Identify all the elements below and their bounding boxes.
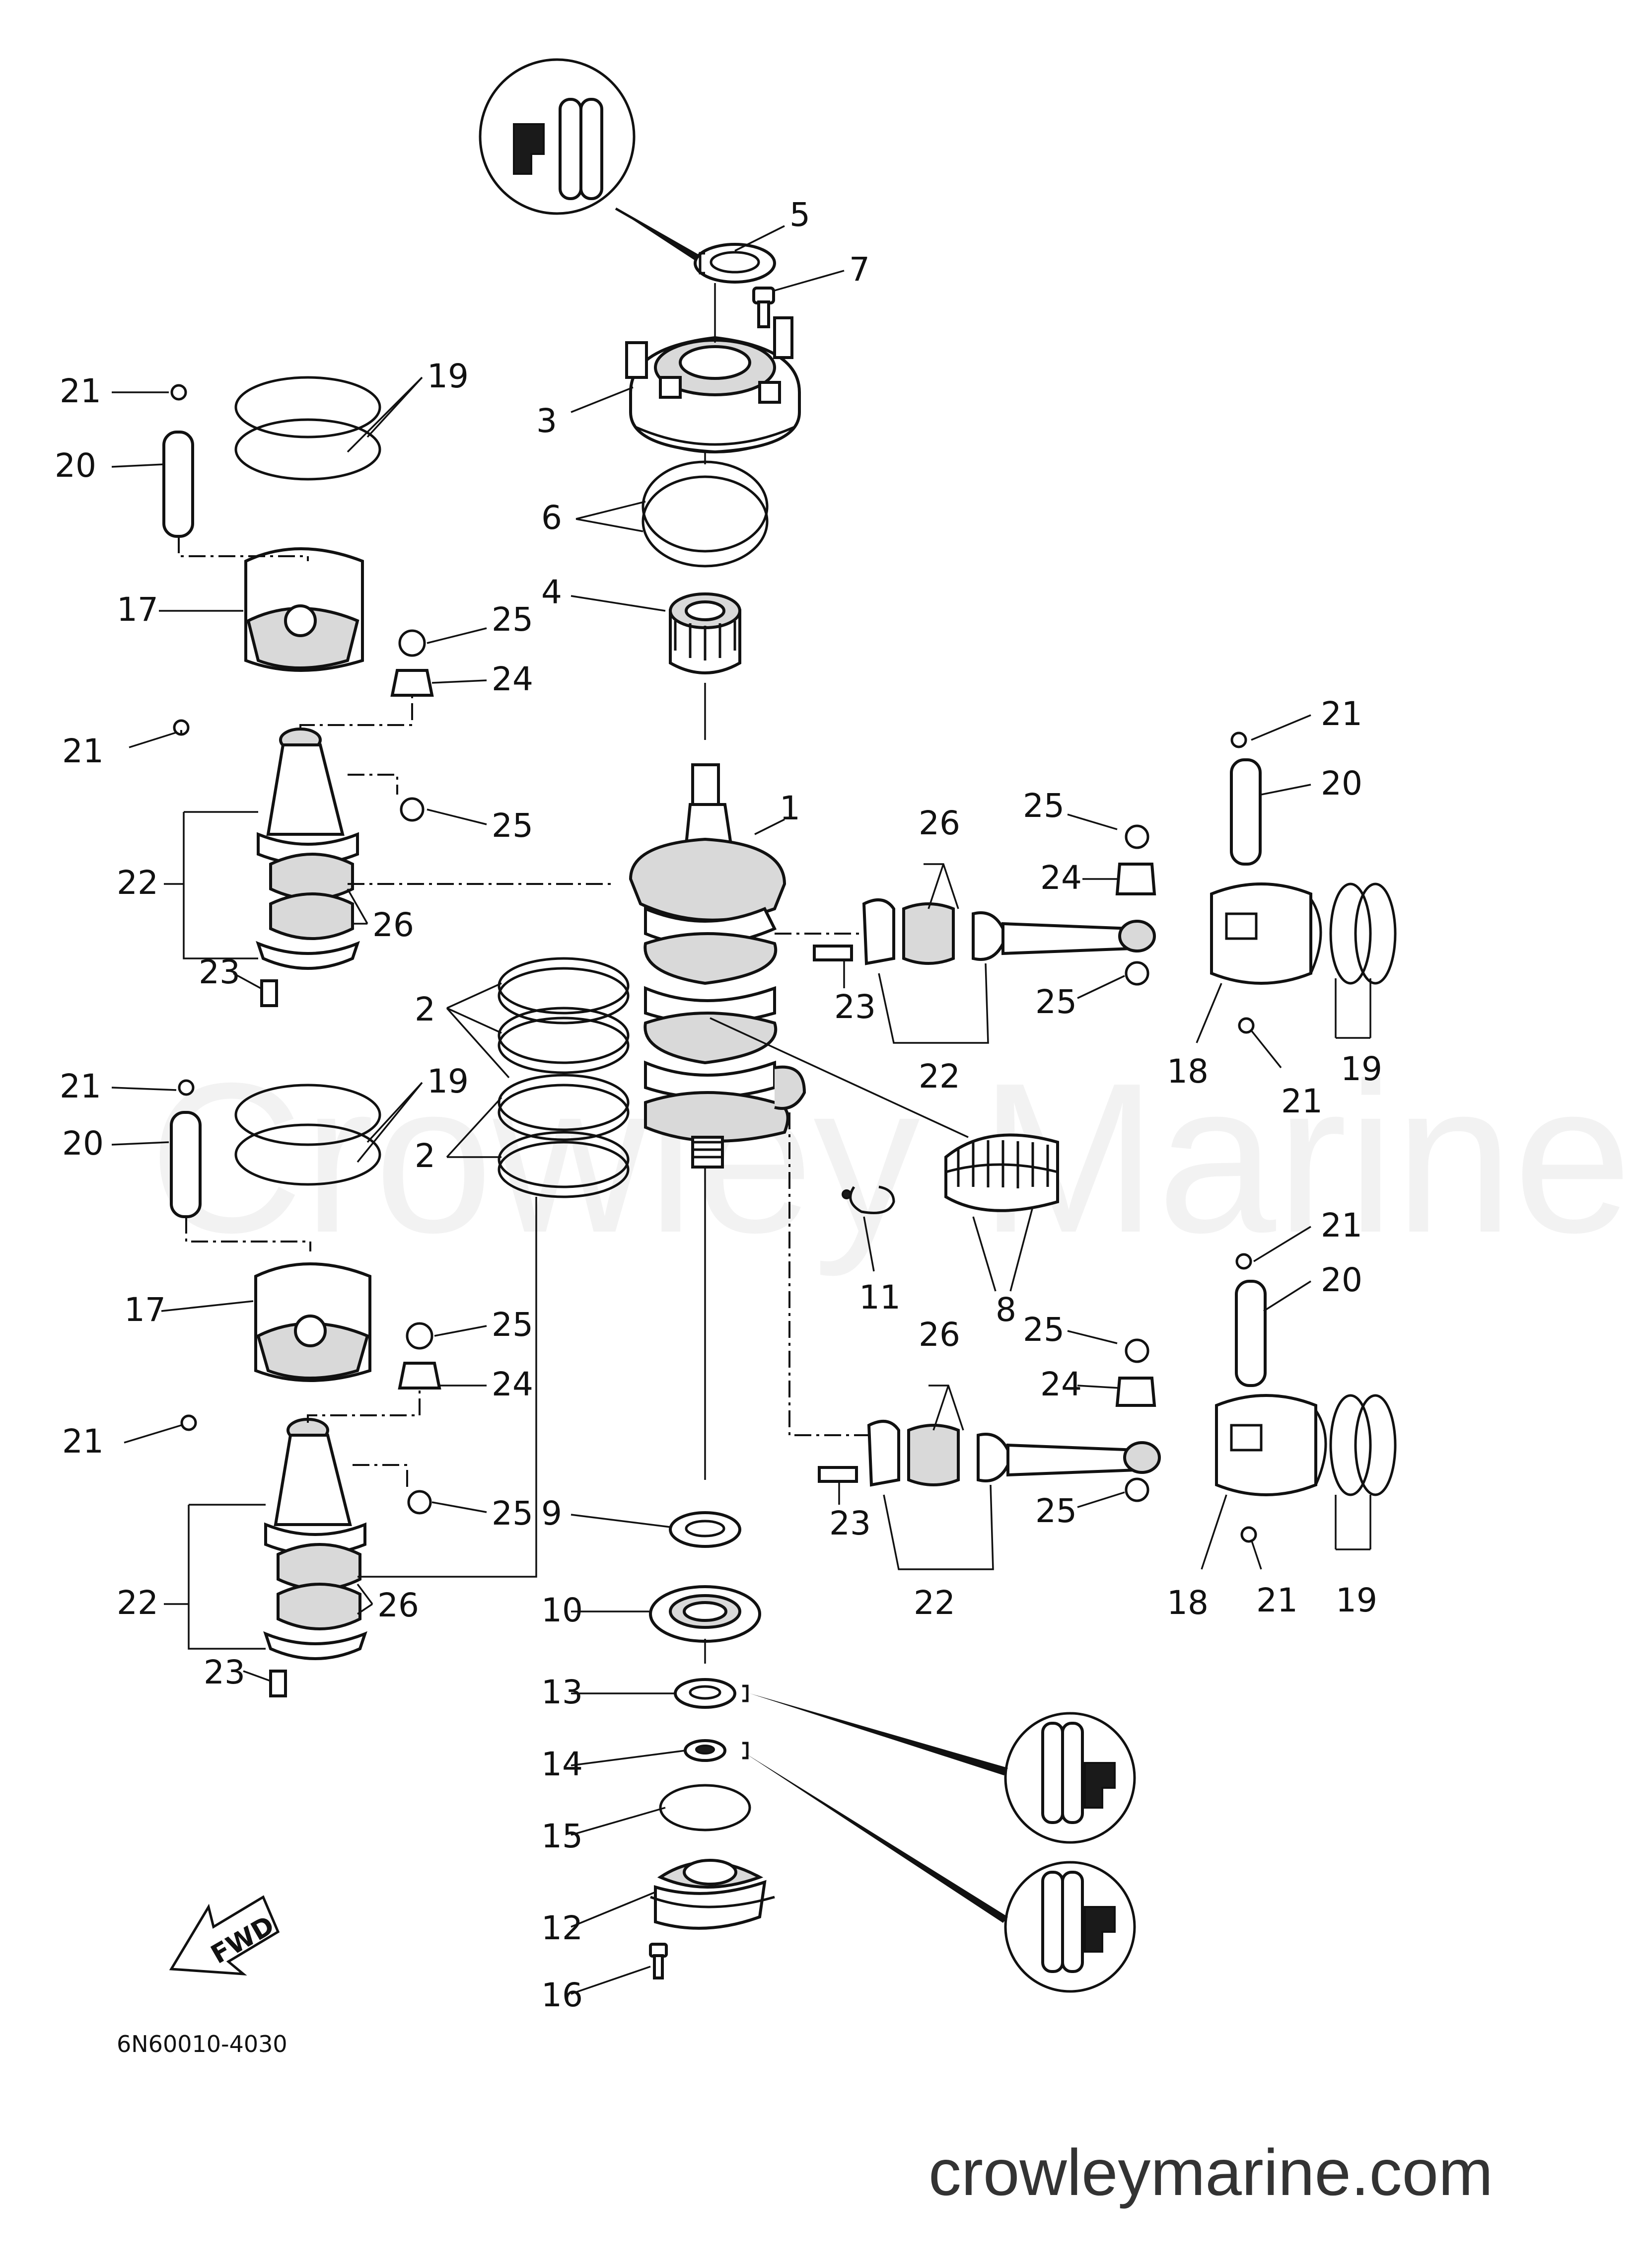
- gasket-15: [659, 1784, 751, 1831]
- upper-bearing-housing-3: [625, 316, 801, 454]
- callout-21-rl-top: 21: [1321, 1206, 1362, 1244]
- callout-24-lu: 24: [492, 660, 533, 698]
- callout-17-lower: 17: [124, 1291, 166, 1329]
- callout-4: 4: [541, 573, 562, 611]
- callout-21-ru-bottom: 21: [1281, 1082, 1323, 1120]
- callout-9: 9: [541, 1494, 562, 1533]
- circlip-11: [842, 1185, 895, 1214]
- fwd-label: FWD: [206, 1910, 280, 1970]
- right-lower-piston-set: [818, 1253, 1397, 1543]
- bolt-7: [752, 287, 775, 328]
- callout-25-lu-bottom: 25: [492, 806, 533, 845]
- callout-25-ru-top: 25: [1023, 787, 1065, 825]
- callout-26-rl: 26: [919, 1316, 960, 1354]
- watermark-text: Crowley Marine: [149, 1039, 1632, 1278]
- callout-15: 15: [541, 1817, 583, 1855]
- callout-22-rl: 22: [914, 1584, 955, 1622]
- callout-20-ll: 20: [62, 1124, 104, 1163]
- callout-2-lower: 2: [415, 1137, 435, 1175]
- needle-bearing-8: [944, 1133, 1059, 1292]
- callout-23-lu: 23: [199, 953, 240, 991]
- callout-25-ll-top: 25: [492, 1306, 533, 1344]
- callout-14: 14: [541, 1745, 583, 1783]
- lower-bearing-housing-12: [650, 1859, 775, 1930]
- callout-leaders: [111, 225, 1371, 1995]
- callout-12: 12: [541, 1909, 583, 1947]
- callout-19-lu: 19: [427, 357, 469, 395]
- callout-24-ll: 24: [492, 1365, 533, 1403]
- callout-26-lu: 26: [372, 906, 414, 944]
- drawing-code: 6N60010-4030: [117, 2031, 287, 2057]
- callout-6: 6: [541, 499, 562, 537]
- callout-20-ru: 20: [1321, 764, 1362, 803]
- thrust-washer-9: [669, 1511, 741, 1548]
- oil-seal-5: [694, 243, 776, 284]
- callout-23-ru: 23: [834, 988, 876, 1026]
- piston-rings-2: [498, 957, 630, 1198]
- website-url: crowleymarine.com: [928, 2136, 1493, 2209]
- oil-seal-13: [674, 1678, 736, 1709]
- callout-25-rl-top: 25: [1023, 1311, 1065, 1349]
- roller-bearing-4: [669, 592, 741, 674]
- callout-16: 16: [541, 1976, 583, 2014]
- callout-20-rl: 20: [1321, 1261, 1362, 1299]
- callout-23-ll: 23: [204, 1653, 245, 1691]
- callout-2-upper: 2: [415, 990, 435, 1028]
- callout-22-ru: 22: [919, 1057, 960, 1096]
- callout-21-ru-top: 21: [1321, 695, 1362, 733]
- bolt-16: [649, 1943, 668, 1979]
- callout-25-ru-bottom: 25: [1035, 983, 1077, 1021]
- seal-detail-magnifier-middle: [742, 1684, 1136, 1844]
- right-upper-piston-set: [813, 732, 1397, 1034]
- callout-1: 1: [780, 789, 800, 827]
- callout-20-lu: 20: [55, 446, 96, 485]
- callout-23-rl: 23: [829, 1504, 871, 1542]
- callout-11: 11: [859, 1278, 901, 1317]
- callout-26-ll: 26: [377, 1586, 419, 1624]
- callout-24-rl: 24: [1040, 1365, 1082, 1403]
- callout-21-rl-bottom: 21: [1256, 1581, 1298, 1619]
- callout-22-lu: 22: [117, 864, 158, 902]
- callout-25-rl-bottom: 25: [1035, 1492, 1077, 1530]
- callout-21-ll-bottom: 21: [62, 1422, 104, 1461]
- callout-17-upper: 17: [117, 590, 158, 629]
- callout-19-ll: 19: [427, 1062, 469, 1100]
- left-upper-piston-set: [162, 376, 434, 1007]
- o-rings-6: [642, 452, 769, 568]
- callout-5: 5: [789, 196, 810, 234]
- ball-bearing-10: [649, 1585, 761, 1643]
- callout-18-lower: 18: [1167, 1584, 1209, 1622]
- callout-8: 8: [996, 1291, 1016, 1329]
- callout-21-lu-bottom: 21: [62, 732, 104, 770]
- left-lower-piston-set: [170, 1079, 441, 1697]
- callout-24-ru: 24: [1040, 859, 1082, 897]
- callout-13: 13: [541, 1673, 583, 1711]
- callout-21-ll-top: 21: [60, 1067, 101, 1105]
- callout-25-ll-bottom: 25: [492, 1494, 533, 1533]
- callout-26-ru: 26: [919, 804, 960, 842]
- oil-seal-14: [684, 1739, 726, 1762]
- callout-10: 10: [541, 1591, 583, 1629]
- callout-3: 3: [536, 402, 557, 440]
- callout-18-upper: 18: [1167, 1052, 1209, 1091]
- callout-21-lu-top: 21: [60, 372, 101, 410]
- crankshaft-1: [629, 763, 806, 1169]
- callout-7: 7: [849, 250, 870, 289]
- callout-19-rl: 19: [1336, 1581, 1377, 1619]
- callout-19-ru: 19: [1341, 1050, 1382, 1088]
- forward-arrow: FWD: [169, 1895, 280, 1976]
- seal-detail-magnifier-top: [479, 58, 704, 262]
- callout-labels: 5 7 3 6 4 1 2 2 11 8 9 10 13 14 15 12 16…: [55, 196, 1382, 2014]
- callout-22-ll: 22: [117, 1584, 158, 1622]
- seal-detail-magnifier-lower: [742, 1742, 1136, 1993]
- callout-25-lu-top: 25: [492, 600, 533, 639]
